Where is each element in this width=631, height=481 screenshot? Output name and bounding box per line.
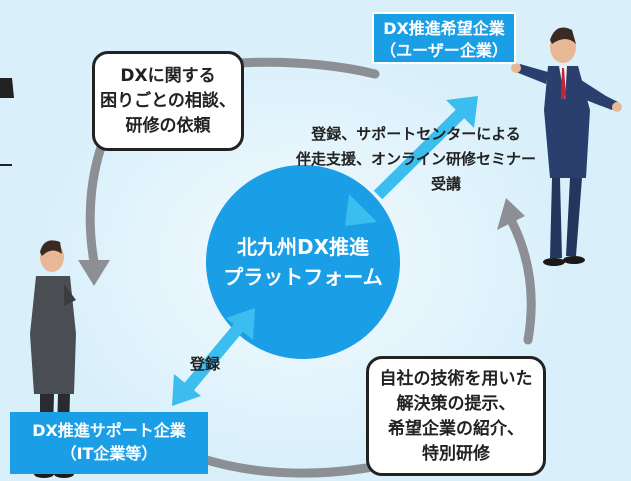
platform-name: 北九州DX推進 プラットフォーム xyxy=(210,232,396,292)
user-company-title: DX推進希望企業 xyxy=(383,19,505,38)
arrowhead-lower-left xyxy=(172,374,201,406)
platform-name-line-2: プラットフォーム xyxy=(223,265,383,289)
solution-bubble: 自社の技術を用いた 解決策の提示、 希望企業の紹介、 特別研修 xyxy=(366,356,546,476)
cycle-arc-right xyxy=(507,217,536,345)
cycle-arrowhead-left xyxy=(78,260,110,286)
lower-arrow-label: 登録 xyxy=(190,355,221,373)
user-company-subtitle: （ユーザー企業） xyxy=(380,41,508,60)
consultation-line-1: DXに関する xyxy=(120,66,216,86)
consultation-line-3: 研修の依頼 xyxy=(125,116,211,136)
solution-line-4: 特別研修 xyxy=(422,444,490,464)
solution-line-2: 解決策の提示、 xyxy=(396,394,516,414)
consultation-line-2: 困りごとの相談、 xyxy=(100,91,236,111)
support-company-subtitle: （IT企業等） xyxy=(60,444,158,463)
upper-arrow-label: 登録、サポートセンターによる 伴走支援、オンライン研修セミナー 受講 xyxy=(276,122,556,197)
user-company-box: DX推進希望企業 （ユーザー企業） xyxy=(372,12,516,64)
left-edge-fragment xyxy=(0,78,14,98)
cycle-arrowhead-right xyxy=(497,198,525,230)
upper-arrow-label-line-2: 伴走支援、オンライン研修セミナー xyxy=(295,150,536,168)
solution-line-1: 自社の技術を用いた xyxy=(379,369,533,389)
support-company-title: DX推進サポート企業 xyxy=(32,421,186,440)
arrowhead-upper-right xyxy=(446,96,478,128)
businessman-presenter-illustration xyxy=(511,27,622,266)
platform-name-line-1: 北九州DX推進 xyxy=(236,235,370,259)
support-company-box: DX推進サポート企業 （IT企業等） xyxy=(10,412,208,474)
solution-line-3: 希望企業の紹介、 xyxy=(388,419,524,439)
double-arrow-lower xyxy=(172,308,255,406)
arrowhead-upper-left xyxy=(345,194,377,226)
consultation-bubble: DXに関する 困りごとの相談、 研修の依頼 xyxy=(92,51,244,151)
arrowhead-lower-right xyxy=(226,308,255,340)
double-arrow-upper xyxy=(345,96,478,226)
upper-arrow-label-line-3: 受講 xyxy=(430,175,461,193)
upper-arrow-label-line-1: 登録、サポートセンターによる xyxy=(311,125,521,143)
